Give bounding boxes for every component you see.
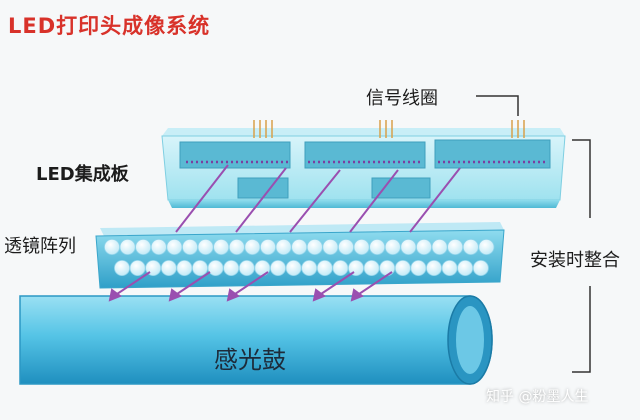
lens-sphere [207, 259, 224, 276]
board-front-edge [168, 200, 560, 208]
install-integration-label: 安装时整合 [530, 250, 620, 271]
light-ray [175, 164, 229, 233]
light-ray [317, 271, 355, 297]
lens-sphere [425, 259, 442, 276]
lens-sphere [285, 259, 302, 276]
lens-sphere [269, 259, 286, 276]
lens-sphere [223, 259, 240, 276]
lens-sphere [275, 238, 292, 255]
lens-sphere [114, 259, 131, 276]
lens-sphere [353, 238, 370, 255]
led-board [161, 120, 566, 208]
ray-arrowhead [226, 288, 241, 302]
lens-sphere [191, 259, 208, 276]
chip-module [434, 139, 551, 169]
lens-sphere [363, 259, 380, 276]
lens-sphere [150, 238, 167, 255]
light-ray [113, 271, 151, 297]
board-top-edge [162, 128, 565, 136]
lens-sphere [410, 259, 427, 276]
lens-sphere [104, 238, 121, 255]
photosensitive-drum [19, 295, 493, 385]
watermark: 知乎 @粉墨人生 [486, 389, 589, 405]
lens-sphere [213, 238, 230, 255]
lens-sphere [394, 259, 411, 276]
lens-sphere [457, 259, 474, 276]
lens-array [95, 222, 505, 289]
light-ray [173, 271, 211, 297]
lens-sphere [306, 238, 323, 255]
signal-coil-leader [476, 95, 519, 116]
drum-end-inner [456, 306, 484, 374]
coil-pins [253, 120, 525, 138]
lens-sphere [322, 238, 339, 255]
lens-sphere [472, 259, 489, 276]
light-ray [289, 169, 341, 233]
lens-sphere [441, 259, 458, 276]
lens-sphere [415, 238, 432, 255]
lens-sphere [337, 238, 354, 255]
lens-sphere [197, 238, 214, 255]
lens-sphere [379, 259, 396, 276]
lens-sphere [181, 238, 198, 255]
lens-top-edge [100, 222, 504, 236]
lens-sphere [119, 238, 136, 255]
lens-sphere [400, 238, 417, 255]
photosensitive-drum-label: 感光鼓 [214, 346, 286, 374]
light-rays [108, 164, 461, 302]
lens-sphere [369, 238, 386, 255]
lens-sphere [301, 259, 318, 276]
signal-coil-label: 信号线圈 [366, 88, 438, 109]
ray-arrowhead [108, 288, 123, 302]
light-ray [409, 167, 461, 233]
ray-arrowhead [350, 288, 365, 302]
lens-sphere [176, 259, 193, 276]
lens-sphere [316, 259, 333, 276]
lens-sphere [129, 259, 146, 276]
diagram-title: LED打印头成像系统 [8, 14, 211, 38]
lens-sphere [228, 238, 245, 255]
lens-sphere [431, 238, 448, 255]
chip-module [179, 141, 291, 169]
lens-sphere [347, 259, 364, 276]
install-bracket-upper [572, 139, 591, 218]
lens-sphere [447, 238, 464, 255]
lens-sphere [166, 238, 183, 255]
lens-sphere [244, 238, 261, 255]
lens-sphere [478, 238, 495, 255]
light-ray [349, 169, 399, 233]
lens-sphere [160, 259, 177, 276]
lens-sphere [384, 238, 401, 255]
lens-sphere [238, 259, 255, 276]
ray-arrowhead [312, 288, 327, 302]
chip-module [304, 141, 426, 169]
chip-module [371, 177, 431, 199]
chip-module [237, 177, 289, 199]
lens-sphere [135, 238, 152, 255]
ray-arrowhead [168, 288, 183, 302]
lens-sphere [259, 238, 276, 255]
light-ray [235, 167, 287, 233]
light-ray [231, 271, 269, 297]
lens-body [95, 229, 505, 289]
lens-sphere [291, 238, 308, 255]
lens-array-label: 透镜阵列 [4, 236, 76, 257]
led-board-label: LED集成板 [36, 164, 129, 185]
lens-sphere [462, 238, 479, 255]
lens-sphere [332, 259, 349, 276]
install-bracket-lower [572, 286, 591, 373]
leader-lines [476, 95, 591, 373]
light-ray [355, 271, 393, 297]
